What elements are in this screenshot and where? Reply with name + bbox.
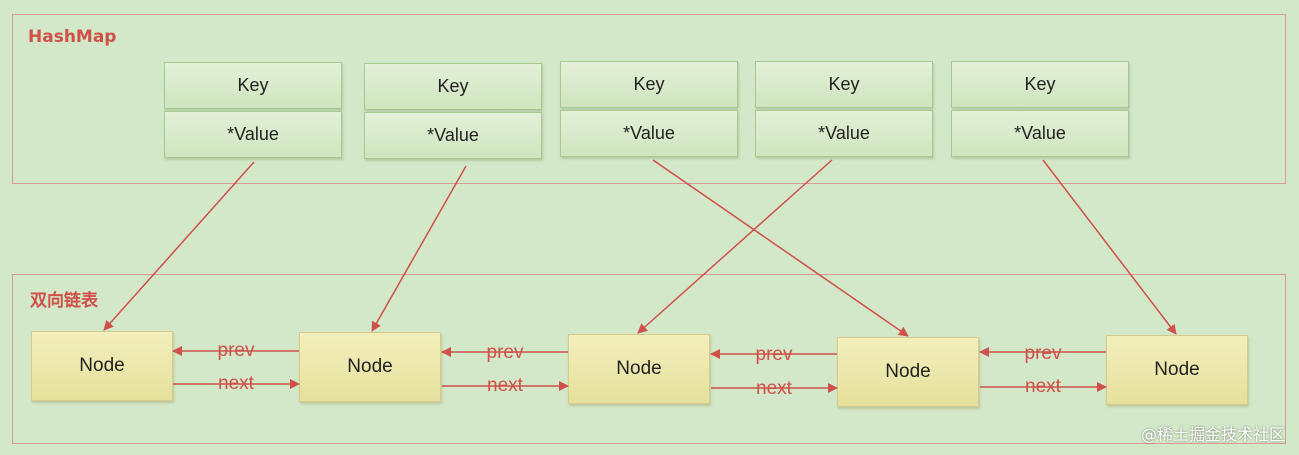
pointer-arrow (637, 159, 833, 334)
hashmap-entry: Key *Value (755, 61, 933, 157)
entry-value: *Value (755, 110, 933, 157)
list-node: Node (837, 337, 979, 407)
list-node: Node (568, 334, 710, 404)
linked-list-title: 双向链表 (30, 291, 98, 311)
entry-value: *Value (164, 111, 342, 158)
entry-key: Key (755, 61, 933, 108)
entry-value: *Value (951, 110, 1129, 157)
hashmap-frame (12, 14, 1286, 184)
hashmap-entry: Key *Value (164, 62, 342, 158)
pointer-arrow (103, 161, 255, 331)
pointer-arrow (652, 159, 909, 337)
entry-key: Key (164, 62, 342, 109)
entry-value: *Value (364, 112, 542, 159)
hashmap-title: HashMap (28, 27, 117, 47)
watermark: @稀土掘金技术社区 (1140, 425, 1285, 444)
pointer-arrow (1042, 159, 1177, 335)
list-node: Node (1106, 335, 1248, 405)
list-node: Node (31, 331, 173, 401)
list-node: Node (299, 332, 441, 402)
entry-value: *Value (560, 110, 738, 157)
linked-list-frame (12, 274, 1286, 444)
pointer-arrow (371, 165, 467, 332)
hashmap-entry: Key *Value (560, 61, 738, 157)
hashmap-entry: Key *Value (951, 61, 1129, 157)
hashmap-entry: Key *Value (364, 63, 542, 159)
entry-key: Key (951, 61, 1129, 108)
entry-key: Key (364, 63, 542, 110)
prev-label: prev (1024, 343, 1062, 364)
entry-key: Key (560, 61, 738, 108)
